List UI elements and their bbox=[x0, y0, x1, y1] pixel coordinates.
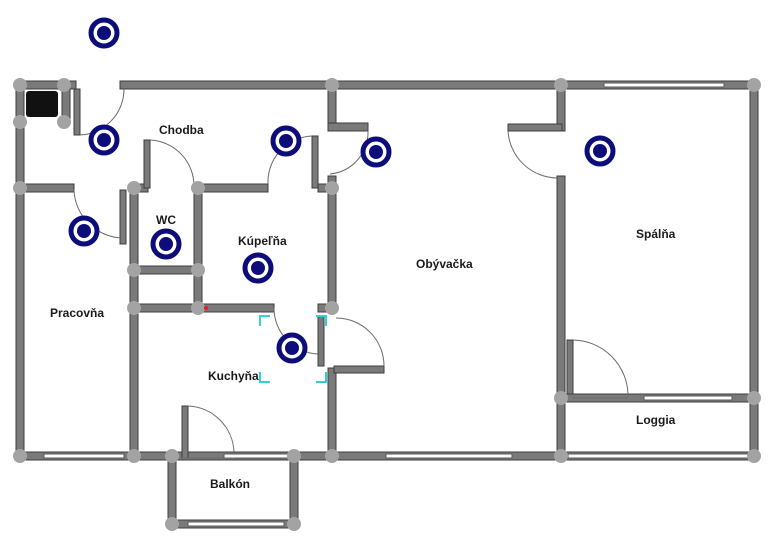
wall-nodes bbox=[13, 78, 761, 531]
wall-node bbox=[13, 115, 27, 129]
room-label-pracovna: Pracovňa bbox=[50, 306, 104, 320]
wall-node bbox=[127, 181, 141, 195]
wall-node bbox=[747, 449, 761, 463]
door-arc-chodba-obyvacka bbox=[329, 130, 369, 175]
wall-node bbox=[127, 301, 141, 315]
door-arc-wc bbox=[149, 139, 195, 187]
wall-pracovna-door-leaf bbox=[119, 189, 127, 245]
location-marker-icon[interactable] bbox=[88, 124, 120, 156]
wall-entrance-door bbox=[73, 88, 81, 136]
location-marker-icon[interactable] bbox=[150, 228, 182, 260]
wall-wc-right bbox=[193, 183, 203, 311]
wall-node bbox=[747, 391, 761, 405]
doors bbox=[73, 88, 629, 459]
wall-wc-bottom bbox=[133, 265, 199, 275]
wall-node bbox=[13, 181, 27, 195]
wall-node bbox=[57, 115, 71, 129]
wall-balkon-door-leaf bbox=[181, 405, 189, 459]
room-label-balkon: Balkón bbox=[210, 477, 250, 491]
wall-balkon-left bbox=[167, 455, 177, 527]
wall-node bbox=[747, 78, 761, 92]
door-arc-balkon bbox=[187, 405, 235, 453]
location-marker-icon[interactable] bbox=[584, 135, 616, 167]
room-label-loggia: Loggia bbox=[636, 413, 676, 427]
window-pracovna bbox=[43, 453, 125, 459]
wall-node bbox=[13, 78, 27, 92]
room-label-spalna: Spálňa bbox=[636, 227, 676, 241]
room-labels: Chodba WC Kúpeľňa Obývačka Spálňa Pracov… bbox=[50, 123, 676, 491]
room-label-wc: WC bbox=[156, 213, 176, 227]
wall-chodba-bottom-right bbox=[195, 183, 269, 193]
wall-node bbox=[554, 391, 568, 405]
room-label-kuchyna: Kuchyňa bbox=[208, 369, 259, 383]
wall-node bbox=[127, 263, 141, 277]
red-point bbox=[204, 306, 208, 310]
room-label-kupelna: Kúpeľňa bbox=[238, 234, 287, 248]
room-label-obyvacka: Obývačka bbox=[416, 257, 473, 271]
wall-node bbox=[554, 449, 568, 463]
wall-node bbox=[191, 181, 205, 195]
window-loggia-bottom bbox=[567, 453, 749, 459]
wall-wc-door-leaf bbox=[143, 139, 151, 189]
wall-node bbox=[325, 78, 339, 92]
room-label-chodba: Chodba bbox=[159, 123, 204, 137]
wall-node bbox=[191, 263, 205, 277]
wall-node bbox=[165, 449, 179, 463]
wall-node bbox=[127, 449, 141, 463]
wall-kuchyna-right-lower bbox=[327, 367, 337, 459]
wall-spalna-door-frame bbox=[507, 123, 563, 132]
door-arc-obyvacka-kuchyna bbox=[335, 317, 385, 367]
door-arc-entrance bbox=[79, 88, 125, 136]
door-arc-loggia bbox=[572, 339, 629, 397]
wall-obyvacka-door-frame bbox=[333, 365, 385, 374]
wall-node bbox=[13, 449, 27, 463]
wall-node bbox=[325, 181, 339, 195]
wall-node bbox=[287, 517, 301, 531]
wall-left bbox=[15, 80, 25, 461]
wall-pracovna-right bbox=[129, 183, 139, 457]
window-obyvacka bbox=[385, 453, 513, 459]
windows bbox=[43, 82, 749, 527]
wall-kupelna-door-leaf bbox=[311, 135, 319, 189]
wall-spalna-left-lower bbox=[556, 175, 566, 461]
wall-loggia-door-leaf bbox=[566, 339, 574, 399]
wall-node bbox=[325, 449, 339, 463]
window-balkon bbox=[187, 521, 285, 527]
window-kuchyna bbox=[223, 453, 291, 459]
selection-frame[interactable] bbox=[259, 315, 327, 383]
wall-kuchyna-door-leaf bbox=[317, 315, 325, 367]
wall-node bbox=[57, 78, 71, 92]
wall-balkon-right bbox=[289, 455, 299, 527]
window-top-right bbox=[603, 82, 725, 88]
location-marker-icon[interactable] bbox=[360, 136, 392, 168]
location-marker-icon[interactable] bbox=[88, 17, 120, 49]
chimney-icon bbox=[26, 91, 58, 117]
window-loggia-top bbox=[643, 395, 733, 401]
location-marker-icon[interactable] bbox=[270, 125, 302, 157]
location-marker-icon[interactable] bbox=[242, 252, 274, 284]
wall-node bbox=[325, 301, 339, 315]
wall-node bbox=[165, 517, 179, 531]
wall-node bbox=[554, 78, 568, 92]
wall-obyvacka-left bbox=[327, 175, 337, 312]
location-marker-icon[interactable] bbox=[68, 215, 100, 247]
door-arc-spalna bbox=[507, 130, 559, 179]
wall-chodba-door-frame bbox=[327, 122, 369, 132]
location-markers bbox=[68, 17, 616, 364]
wall-node bbox=[191, 301, 205, 315]
location-marker-icon[interactable] bbox=[276, 332, 308, 364]
wall-node bbox=[287, 449, 301, 463]
